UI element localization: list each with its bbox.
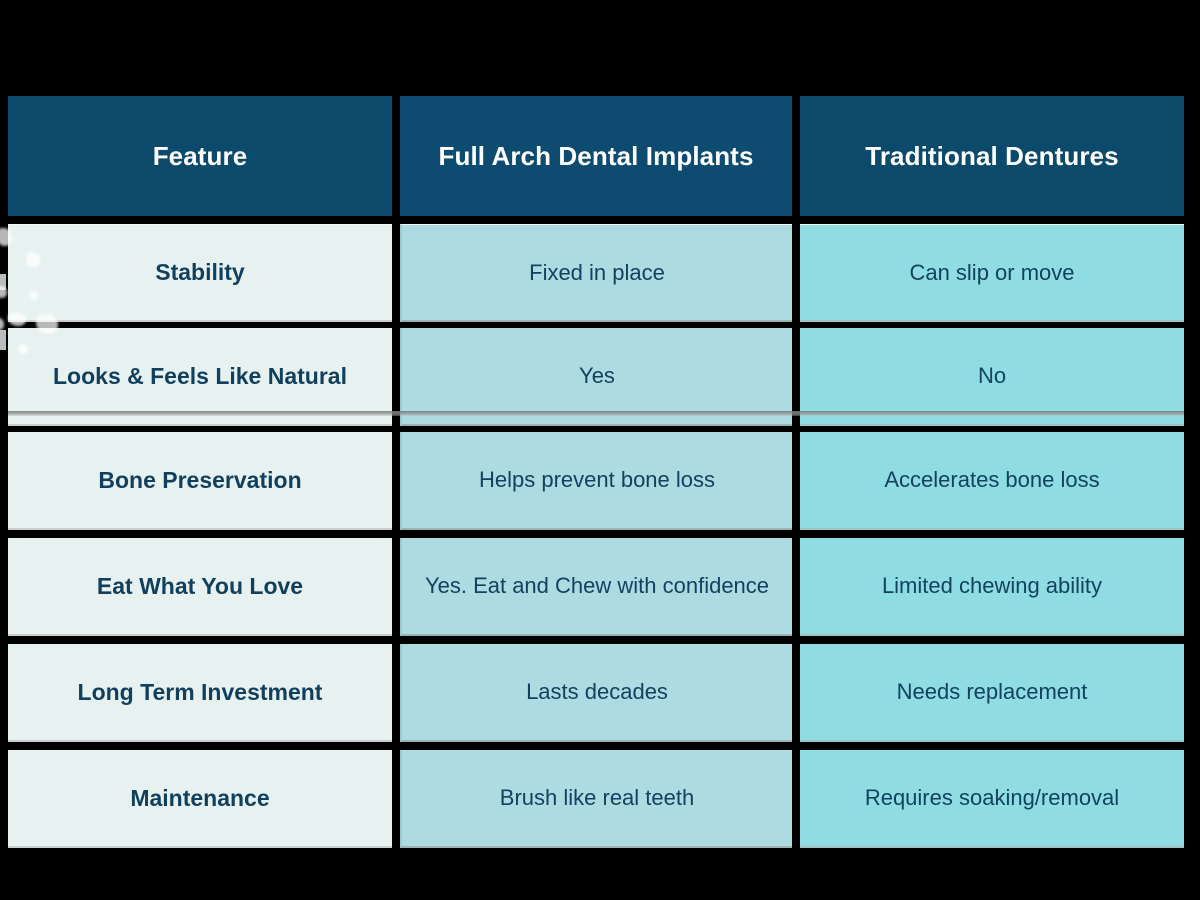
render-artifact-chip	[0, 274, 6, 290]
column-gap-2	[792, 96, 800, 216]
row-dentures-value: Accelerates bone loss	[800, 432, 1184, 530]
row-dentures-value: Needs replacement	[800, 644, 1184, 742]
row-implants-value: Helps prevent bone loss	[400, 432, 792, 530]
row-dentures-value: No	[800, 328, 1184, 426]
comparison-table: Feature Full Arch Dental Implants Tradit…	[8, 96, 1184, 848]
row-gap-1	[392, 328, 400, 426]
row-feature-label: Looks & Feels Like Natural	[8, 328, 392, 426]
row-implants-value: Lasts decades	[400, 644, 792, 742]
render-artifact-chip	[0, 330, 6, 350]
row-feature-label: Stability	[8, 224, 392, 322]
column-header-feature: Feature	[8, 96, 392, 216]
render-artifact-blob	[0, 318, 4, 330]
row-dentures-value: Limited chewing ability	[800, 538, 1184, 636]
row-feature-label: Maintenance	[8, 750, 392, 848]
row-gap-2	[792, 432, 800, 530]
column-header-traditional-dentures: Traditional Dentures	[800, 96, 1184, 216]
row-gap-1	[392, 538, 400, 636]
row-spacer	[8, 322, 1184, 328]
row-spacer	[8, 636, 1184, 644]
row-gap-1	[392, 750, 400, 848]
column-header-full-arch-dental-implants: Full Arch Dental Implants	[400, 96, 792, 216]
row-implants-value: Yes. Eat and Chew with confidence	[400, 538, 792, 636]
row-implants-value: Brush like real teeth	[400, 750, 792, 848]
row-gap-2	[792, 538, 800, 636]
row-gap-2	[792, 644, 800, 742]
row-implants-value: Yes	[400, 328, 792, 426]
row-gap-2	[792, 328, 800, 426]
row-spacer	[8, 530, 1184, 538]
render-artifact-blob	[0, 286, 7, 298]
row-gap-2	[792, 224, 800, 322]
row-spacer	[8, 426, 1184, 432]
row-feature-label: Eat What You Love	[8, 538, 392, 636]
row-gap-1	[392, 432, 400, 530]
row-gap-2	[792, 750, 800, 848]
row-gap-1	[392, 224, 400, 322]
row-dentures-value: Requires soaking/removal	[800, 750, 1184, 848]
comparison-table-grid: Feature Full Arch Dental Implants Tradit…	[8, 96, 1184, 848]
column-gap-1	[392, 96, 400, 216]
row-implants-value: Fixed in place	[400, 224, 792, 322]
row-feature-label: Bone Preservation	[8, 432, 392, 530]
row-gap-1	[392, 644, 400, 742]
header-body-spacer	[8, 216, 1184, 224]
row-spacer	[8, 742, 1184, 750]
row-dentures-value: Can slip or move	[800, 224, 1184, 322]
row-feature-label: Long Term Investment	[8, 644, 392, 742]
